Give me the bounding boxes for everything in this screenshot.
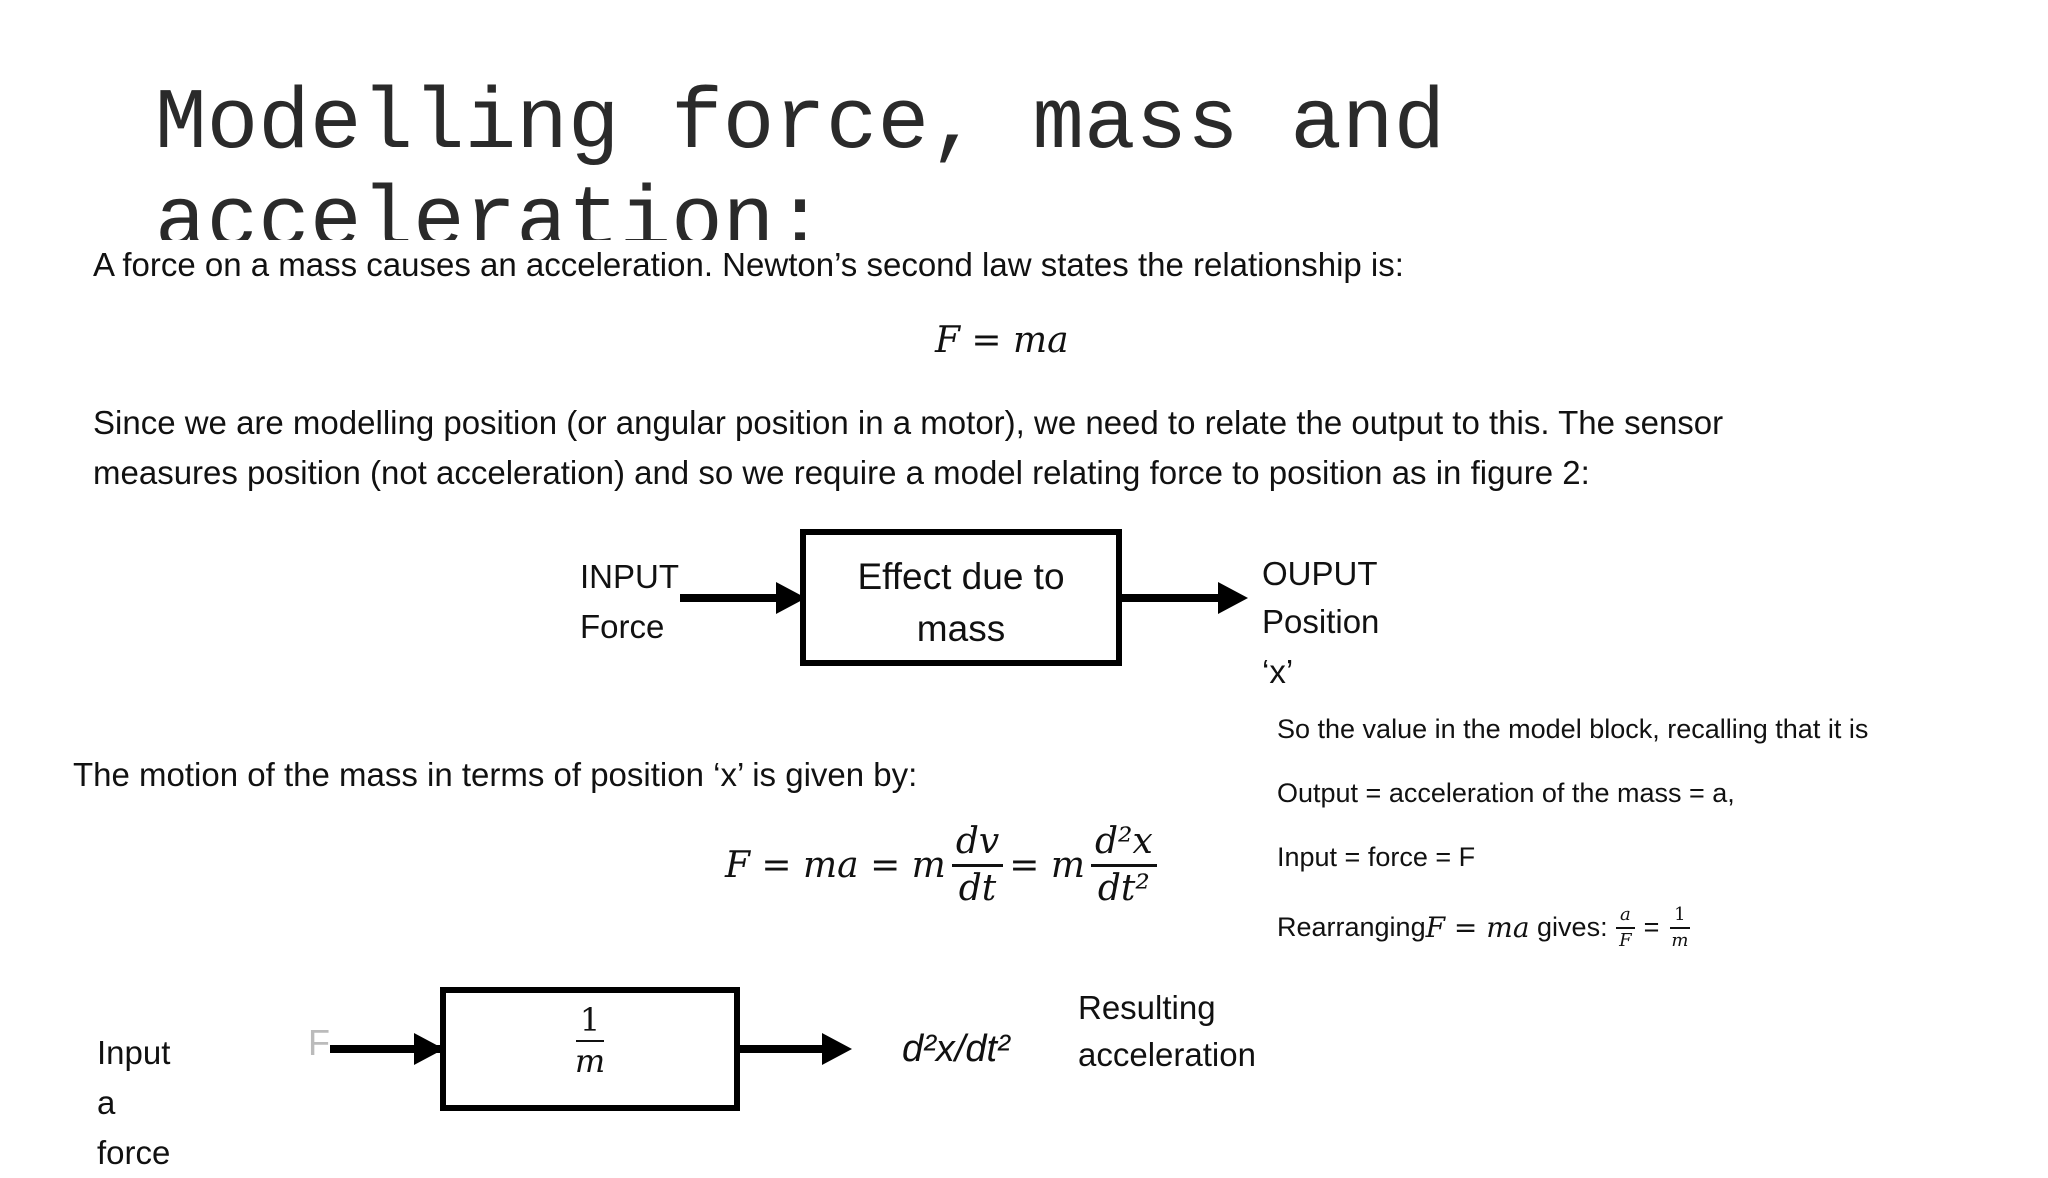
notes-line-4: Rearranging F = ma gives: a F = 1 m <box>1277 905 1692 951</box>
notes-line-1: So the value in the model block, recalli… <box>1277 714 1869 744</box>
diagram2-result-label-2: acceleration <box>1078 1036 1256 1073</box>
newton-equation: F = ma <box>935 320 1069 361</box>
slide-title: Modelling force, mass and acceleration: <box>155 75 1446 240</box>
diagram2-gain-denominator: m <box>574 1042 606 1081</box>
diagram2-input-label: Input a force <box>97 1034 171 1171</box>
dv-dt-fraction: dv dt <box>951 822 1004 909</box>
diagram1-input-sub-label: Force <box>580 608 665 645</box>
dt-denominator: dt <box>958 867 997 909</box>
diagram2-input-arrow-line <box>330 1045 442 1053</box>
diagram1-input-arrow-line <box>680 594 780 602</box>
a-over-f-fraction: a F <box>1615 905 1636 951</box>
diagram2-gain-box <box>440 987 740 1111</box>
m-denominator: m <box>1671 929 1689 951</box>
notes-line-2: Output = acceleration of the mass = a, <box>1277 778 1735 808</box>
diagram1-output-sub-label: Position ‘x’ <box>1262 603 1380 690</box>
one-over-m-fraction: 1 m <box>1667 905 1692 951</box>
notes-line4-mid: gives: <box>1529 912 1616 943</box>
diagram2-output-expression: d²x/dt² <box>902 1028 1010 1070</box>
diagram1-output-arrow-line <box>1122 594 1222 602</box>
diagram1-output-arrow-head-icon <box>1218 582 1248 614</box>
motion-equation: F = ma = m dv dt = m d²x dt² <box>725 822 1157 908</box>
one-numerator: 1 <box>1670 905 1690 929</box>
diagram2-gain-fraction: 1 m <box>440 1002 740 1081</box>
intro-sentence: A force on a mass causes an acceleration… <box>93 246 1404 283</box>
notes-line-3: Input = force = F <box>1277 842 1476 872</box>
diagram2-result-label-1: Resulting <box>1078 989 1216 1026</box>
d2x-numerator: d²x <box>1090 822 1157 867</box>
motion-eq-lhs: F = ma = m <box>725 844 946 886</box>
diagram2-gain-numerator: 1 <box>575 1002 605 1043</box>
diagram1-output-label: OUPUT <box>1262 555 1378 592</box>
a-numerator: a <box>1615 905 1635 929</box>
fraction-equals: = <box>1643 912 1660 943</box>
motion-eq-mid: = m <box>1009 844 1085 886</box>
diagram1-effect-box <box>800 529 1122 666</box>
diagram1-input-label: INPUT <box>580 558 679 595</box>
intro-paragraph-line-1: Since we are modelling position (or angu… <box>93 404 1724 441</box>
notes-line4-equation: F = ma <box>1425 911 1530 945</box>
dt2-denominator: dt² <box>1097 867 1150 909</box>
f-denominator: F <box>1619 929 1632 951</box>
intro-paragraph-line-2: measures position (not acceleration) and… <box>93 454 1590 491</box>
diagram1-box-label-2: mass <box>916 608 1006 649</box>
diagram1-box-label-1: Effect due to <box>857 556 1065 597</box>
diagram2-output-arrow-line <box>740 1045 840 1053</box>
diagram2-input-symbol: F <box>308 1022 330 1063</box>
title-region: Modelling force, mass and acceleration: <box>0 0 2048 240</box>
notes-line4-prefix: Rearranging <box>1277 912 1426 943</box>
motion-sentence: The motion of the mass in terms of posit… <box>73 756 918 793</box>
d2x-dt2-fraction: d²x dt² <box>1090 822 1157 909</box>
dv-numerator: dv <box>951 822 1004 867</box>
diagram2-input-arrow-head-icon <box>414 1033 444 1065</box>
diagram2-output-arrow-head-icon <box>822 1033 852 1065</box>
